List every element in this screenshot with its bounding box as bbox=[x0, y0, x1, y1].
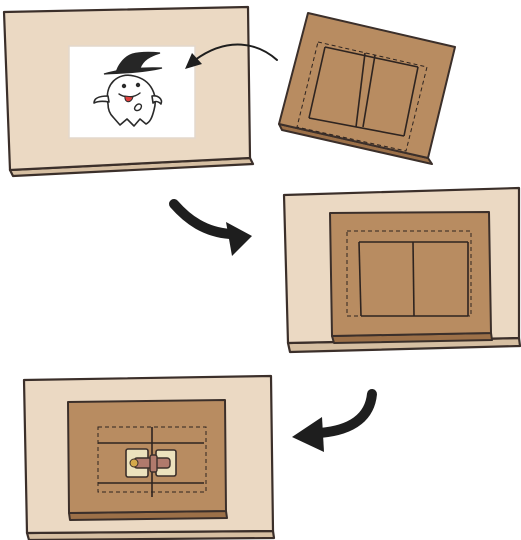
ghost-picture bbox=[69, 46, 195, 138]
step-3 bbox=[24, 376, 372, 540]
cardboard-frame-placed bbox=[330, 212, 492, 343]
bold-curved-arrow-icon bbox=[174, 204, 252, 256]
step-2 bbox=[174, 188, 520, 352]
bold-curved-arrow-icon-2 bbox=[292, 394, 372, 452]
cardboard-frame-tilted bbox=[279, 13, 455, 164]
step-1 bbox=[4, 7, 455, 176]
